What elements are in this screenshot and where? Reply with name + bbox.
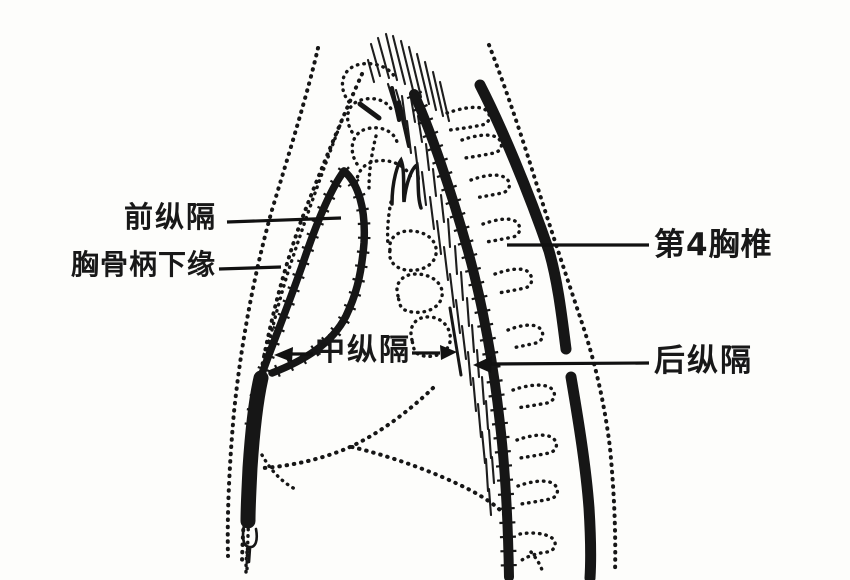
vertebral-posterior-line-upper <box>474 79 572 355</box>
diaphragm <box>260 386 508 519</box>
vessel-dotted-connector <box>385 200 393 248</box>
vertebral-process-dotted-arcs <box>445 105 560 572</box>
process-arc-10 <box>518 531 557 572</box>
process-arc-9 <box>516 479 560 506</box>
esophagus-hatching <box>400 94 496 517</box>
leader-manubrium <box>218 265 282 271</box>
process-arc-3 <box>469 173 512 200</box>
vertebral-anterior-serration <box>406 90 517 578</box>
process-arc-4 <box>481 217 522 244</box>
label-manubrium-inferior-border: 胸骨柄下缘 <box>70 248 216 281</box>
esophagus-left-edge <box>448 306 463 377</box>
label-middle-mediastinum: 中纵隔 <box>315 333 411 368</box>
diaphragm-dotted-lower <box>350 445 508 519</box>
trachea-ring-2 <box>345 96 394 134</box>
process-arc-2 <box>460 133 504 160</box>
annotations <box>218 216 650 373</box>
diaphragm-dotted-short <box>260 453 297 491</box>
neck-hatching <box>366 32 451 126</box>
middle-right-arrowhead-icon <box>440 345 457 360</box>
label-anterior-mediastinum: 前纵隔 <box>123 200 217 234</box>
sternum-pericardium-outline <box>240 166 371 574</box>
process-arc-1 <box>445 105 492 132</box>
label-t4-vertebra: 第4胸椎 <box>654 227 773 263</box>
neck-dark-stroke <box>357 101 382 121</box>
band-top-dark-stroke <box>390 86 411 148</box>
xiphoid-hook <box>241 523 259 564</box>
process-arc-7 <box>511 383 557 410</box>
dotted-oval-1 <box>387 229 438 273</box>
trachea-ring-3 <box>350 126 399 166</box>
chest-wall-middle-dotted-line <box>240 72 364 564</box>
esophagus-band <box>367 86 496 517</box>
teardrop-right-edge <box>268 167 369 377</box>
label-posterior-mediastinum: 后纵隔 <box>654 343 753 379</box>
leader-anterior-mediastinum <box>226 216 342 224</box>
leader-posterior-mediastinum <box>488 361 650 366</box>
sternal-body-strip <box>240 370 269 529</box>
chest-wall-outer-dotted-line <box>225 46 320 558</box>
posterior-arrowhead-icon <box>473 356 492 373</box>
process-arc-6 <box>506 323 545 350</box>
process-arc-8 <box>515 433 559 460</box>
posterior-chest-wall-dotted-line <box>487 43 618 575</box>
dotted-oval-2 <box>395 272 444 315</box>
vertebral-posterior-line-lower <box>565 371 597 580</box>
middle-left-arrowhead-icon <box>274 347 293 362</box>
xiphoid-dotted-tail <box>244 550 249 574</box>
pericardium-dotted-arc <box>367 134 378 190</box>
process-arc-5 <box>493 267 534 295</box>
trachea-ring-1 <box>340 61 396 104</box>
vertebral-column <box>406 43 618 580</box>
diaphragm-dotted-upper <box>262 386 435 470</box>
